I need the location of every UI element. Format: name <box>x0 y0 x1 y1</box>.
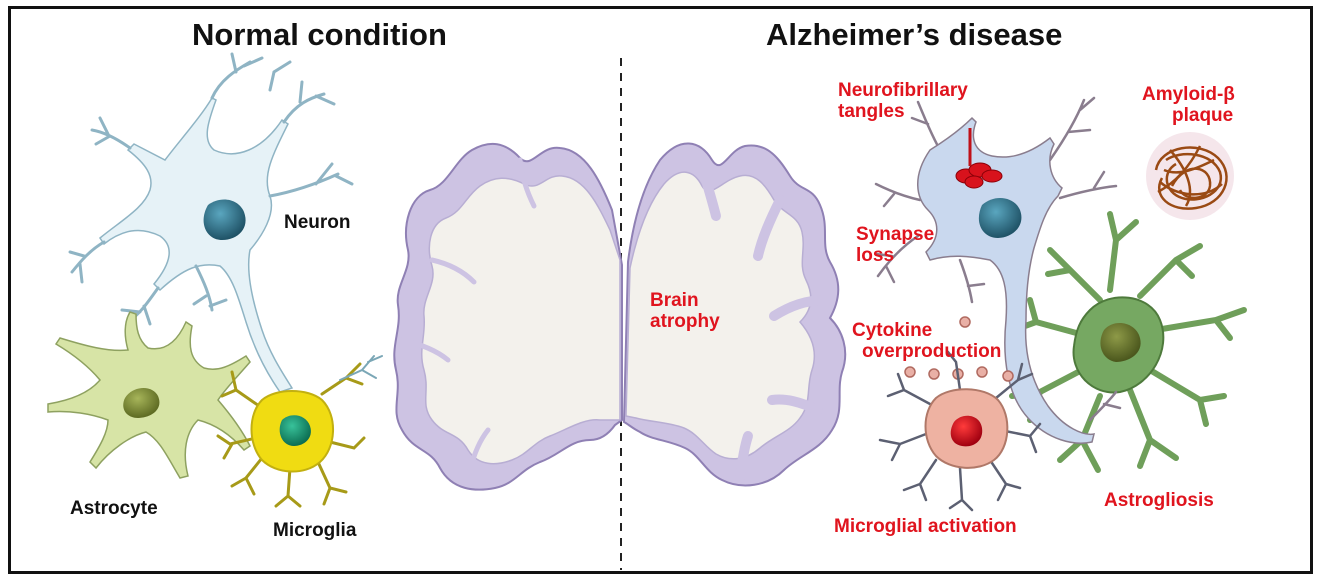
label-amyloid-line1: Amyloid-β <box>1142 84 1235 105</box>
label-neuron: Neuron <box>284 212 351 233</box>
label-brain-line2: atrophy <box>650 311 720 333</box>
microglia-normal <box>216 355 383 508</box>
panel-title-alzheimers: Alzheimer’s disease <box>766 17 1063 52</box>
label-brain-atrophy: Brain atrophy <box>650 290 720 333</box>
label-astrogliosis: Astrogliosis <box>1104 490 1214 511</box>
label-microglial-activation: Microglial activation <box>834 516 1017 537</box>
label-neurofibrillary-line1: Neurofibrillary <box>838 80 968 101</box>
cytokine-dots <box>904 316 1014 382</box>
label-neurofibrillary-tangles: Neurofibrillary tangles <box>838 80 968 123</box>
label-astrocyte: Astrocyte <box>70 498 158 519</box>
label-synapse-line2: loss <box>856 245 895 267</box>
label-cytokine-line2: overproduction <box>862 341 1002 363</box>
label-brain-line1: Brain <box>650 290 699 311</box>
panel-title-normal: Normal condition <box>192 17 447 52</box>
label-cytokine-overproduction: Cytokine overproduction <box>852 320 1001 363</box>
label-neurofibrillary-line2: tangles <box>838 101 905 123</box>
label-cytokine-line1: Cytokine <box>852 320 933 341</box>
label-amyloid-line2: plaque <box>1172 105 1234 127</box>
label-amyloid-plaque: Amyloid-β plaque <box>1142 84 1235 127</box>
neuron-normal <box>68 52 354 393</box>
label-microglia: Microglia <box>273 520 357 541</box>
label-synapse-loss: Synapse loss <box>856 224 934 267</box>
neurofibrillary-tangles <box>955 162 1003 189</box>
amyloid-plaque <box>1146 132 1234 220</box>
brain-section <box>393 142 847 491</box>
label-synapse-line1: Synapse <box>856 224 935 245</box>
microglia-activated <box>878 350 1042 512</box>
neuron-ad <box>874 96 1122 444</box>
astrocyte-normal <box>47 311 251 479</box>
brain-left-white-matter <box>421 175 621 465</box>
